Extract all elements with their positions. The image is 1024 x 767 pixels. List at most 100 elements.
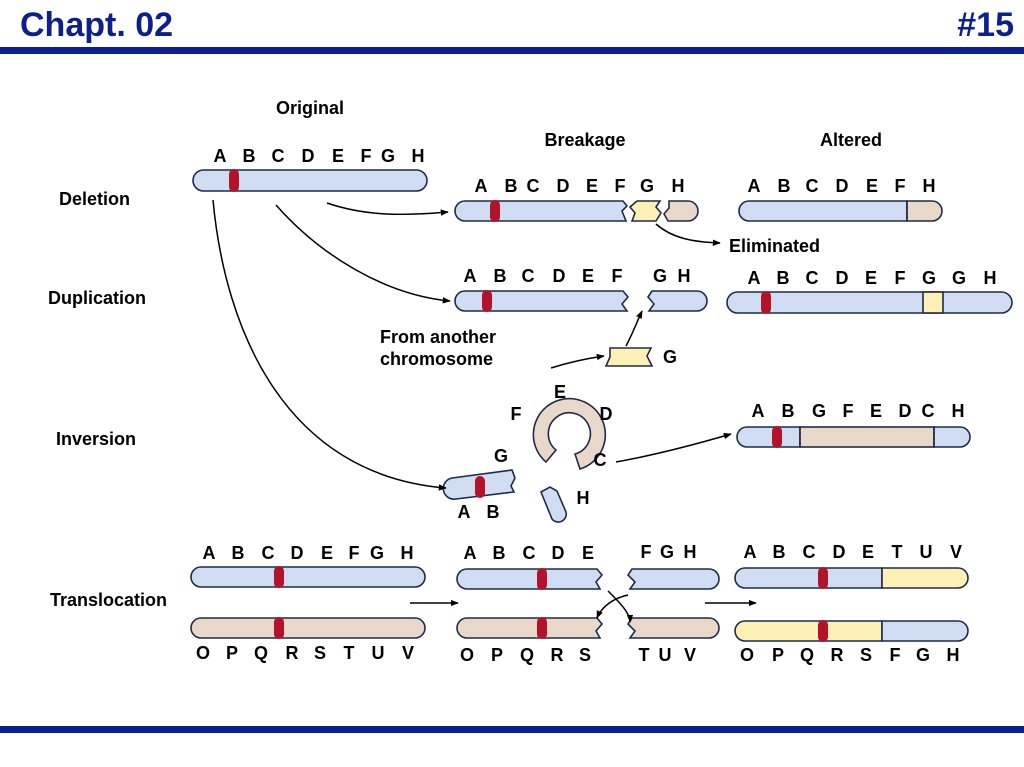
gene-label: F (641, 542, 652, 562)
chromosome-label: chromosome (380, 349, 493, 369)
gene-label: B (773, 542, 786, 562)
gene-label: H (984, 268, 997, 288)
gene-label: R (831, 645, 844, 665)
gene-label: S (579, 645, 591, 665)
process-arrows (212, 199, 757, 623)
gene-label: D (291, 543, 304, 563)
gene-label: A (475, 176, 488, 196)
gene-label: T (639, 645, 650, 665)
gene-label: E (332, 146, 344, 166)
gene-label: E (862, 542, 874, 562)
gene-label: D (836, 176, 849, 196)
gene-label: A (464, 543, 477, 563)
gene-label: H (412, 146, 425, 166)
gene-label: B (493, 543, 506, 563)
header-rule (0, 47, 1024, 54)
translocation-altered-top (734, 567, 969, 589)
gene-label: T (892, 542, 903, 562)
row-duplication: Duplication (48, 288, 146, 308)
gene-label: U (659, 645, 672, 665)
gene-label: U (372, 643, 385, 663)
gene-label: R (286, 643, 299, 663)
gene-label: E (586, 176, 598, 196)
gene-label: R (551, 645, 564, 665)
gene-label: Q (520, 645, 534, 665)
gene-label: A (203, 543, 216, 563)
gene-label: D (302, 146, 315, 166)
gene-label: B (243, 146, 256, 166)
gene-label: B (777, 268, 790, 288)
gene-label: E (554, 382, 566, 402)
gene-label: B (505, 176, 518, 196)
gene-label: O (460, 645, 474, 665)
gene-label: E (321, 543, 333, 563)
column-breakage: Breakage (544, 130, 625, 150)
gene-label: C (527, 176, 540, 196)
gene-label: H (952, 401, 965, 421)
gene-label: D (899, 401, 912, 421)
eliminated-label: Eliminated (729, 236, 820, 256)
gene-label: V (684, 645, 696, 665)
gene-label: H (684, 542, 697, 562)
translocation-original-bottom (190, 617, 426, 639)
gene-label: G (952, 268, 966, 288)
gene-label: G (916, 645, 930, 665)
gene-label: H (923, 176, 936, 196)
inversion-altered-chromosome (736, 426, 971, 448)
gene-label: H (672, 176, 685, 196)
extra-g-fragment (604, 347, 654, 367)
gene-label: F (511, 404, 522, 424)
deletion-break-chromosome (454, 200, 699, 222)
gene-label: C (594, 450, 607, 470)
gene-label: G (660, 542, 674, 562)
translocation-break-bottom (456, 617, 720, 639)
gene-label: D (600, 404, 613, 424)
gene-label: P (772, 645, 784, 665)
gene-label: H (401, 543, 414, 563)
gene-label: H (947, 645, 960, 665)
gene-label: A (752, 401, 765, 421)
gene-label: F (615, 176, 626, 196)
gene-label: C (523, 543, 536, 563)
translocation-break-top (456, 568, 720, 590)
gene-label: O (740, 645, 754, 665)
gene-label: A (464, 266, 477, 286)
row-deletion: Deletion (59, 189, 130, 209)
gene-label: B (778, 176, 791, 196)
slide-number: #15 (957, 6, 1014, 44)
gene-label: E (582, 266, 594, 286)
gene-label: B (782, 401, 795, 421)
inversion-h-fragment (539, 486, 568, 523)
gene-label: C (806, 268, 819, 288)
gene-label: C (922, 401, 935, 421)
duplication-altered-chromosome (726, 291, 1013, 314)
duplication-break-chromosome (454, 290, 708, 312)
gene-label: G (640, 176, 654, 196)
from-another-label: From another (380, 327, 496, 347)
row-translocation: Translocation (50, 590, 167, 610)
gene-label: C (806, 176, 819, 196)
gene-label: Q (254, 643, 268, 663)
gene-label: F (895, 268, 906, 288)
gene-label: A (214, 146, 227, 166)
gene-label: D (836, 268, 849, 288)
gene-label: P (491, 645, 503, 665)
gene-label: F (361, 146, 372, 166)
gene-label: C (272, 146, 285, 166)
gene-label: B (487, 502, 500, 522)
gene-label: C (262, 543, 275, 563)
